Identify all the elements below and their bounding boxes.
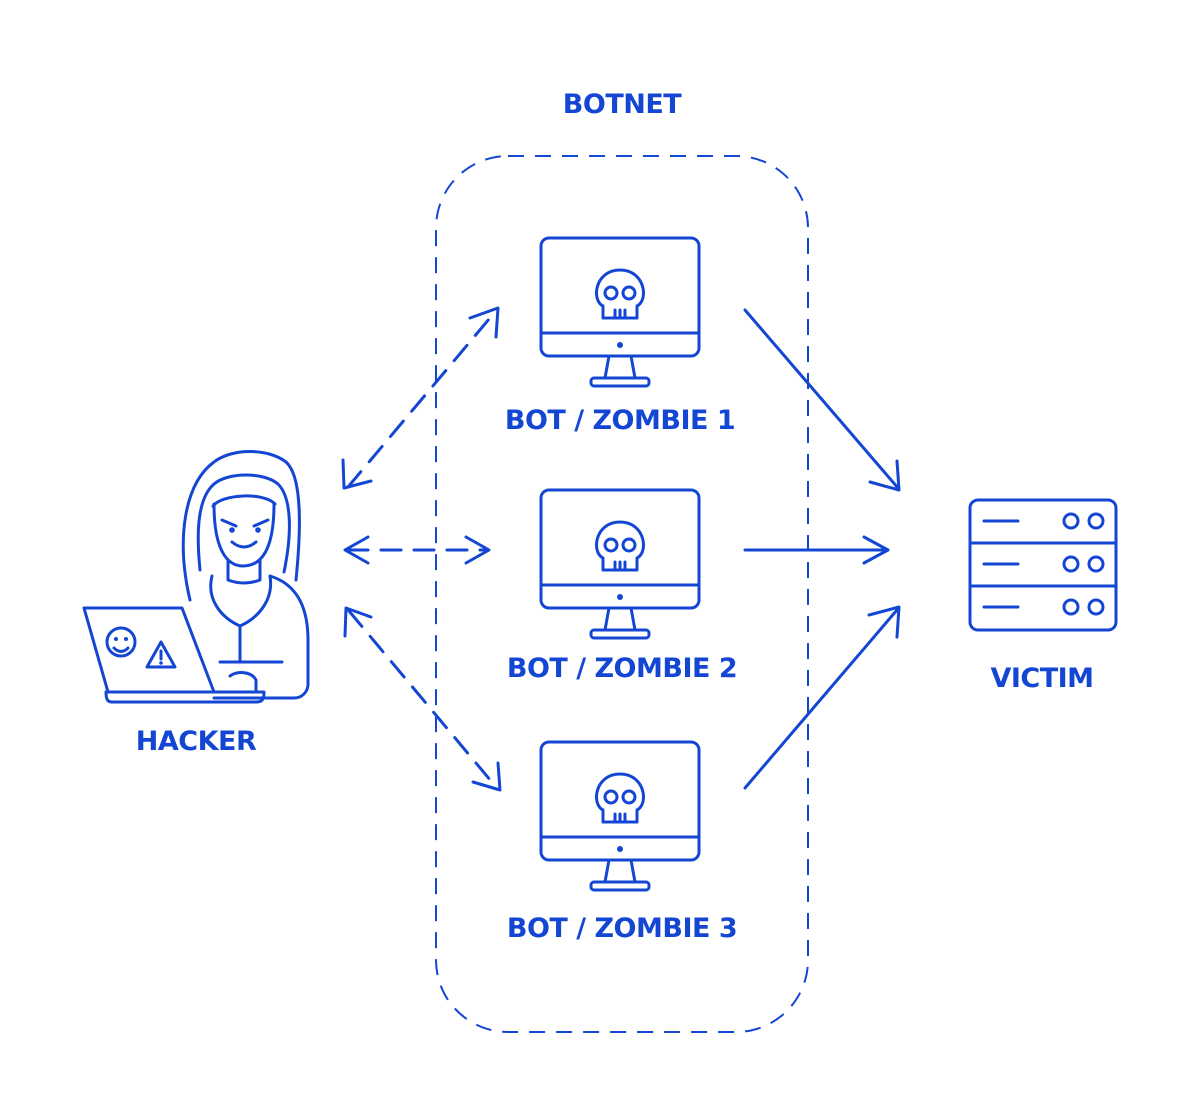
arrowhead-hacker-bot1-end [468,306,500,339]
arrowhead-hacker-bot1-start [341,458,373,490]
bots-victim-links [743,308,901,790]
bot-3-monitor-icon [539,740,701,892]
arrowhead-hacker-bot3-end [471,761,502,792]
link-hacker-bot3 [347,609,498,789]
bot-2-monitor-icon [539,488,701,640]
arrowhead-hacker-bot2-start [343,535,370,565]
server-rack-icon [968,498,1118,632]
hacker-bots-links [341,306,502,792]
botnet-boundary [435,155,809,1033]
link-bot3-victim [743,608,899,790]
victim-label: VICTIM [990,663,1094,694]
arrowhead-bot3-victim [867,605,901,639]
arrowhead-bot1-victim [868,459,901,492]
arrowhead-hacker-bot3-start [343,606,373,638]
bot-1-label: BOT / ZOMBIE 1 [504,405,736,436]
link-bot1-victim [743,308,900,490]
link-hacker-bot1 [346,310,497,489]
bot-3-label: BOT / ZOMBIE 3 [506,913,738,944]
bot-2-label: BOT / ZOMBIE 2 [506,653,738,684]
arrowhead-hacker-bot2-end [464,535,491,565]
hacker-label: HACKER [135,726,257,757]
bot-1-monitor-icon [539,236,701,388]
botnet-label: BOTNET [562,89,682,120]
arrowhead-bot2-victim [862,535,890,565]
hacker-with-laptop-icon [82,450,310,704]
